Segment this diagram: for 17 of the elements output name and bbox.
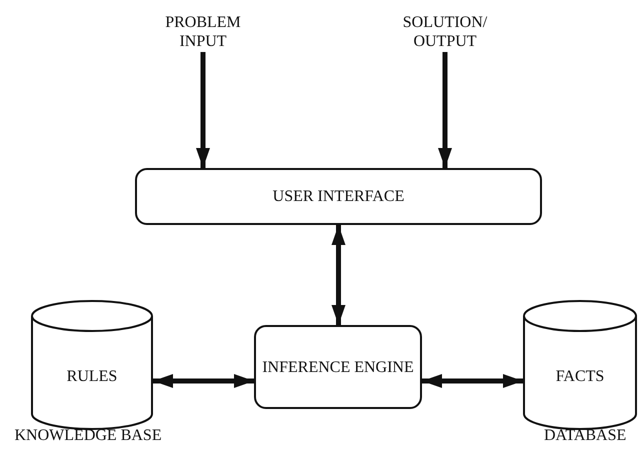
node-label: FACTS [556, 366, 604, 386]
arrow [438, 52, 452, 168]
node-label: RULES [66, 366, 118, 386]
arrow [332, 225, 346, 325]
storage-caption: DATABASE [544, 427, 626, 445]
io-label: SOLUTION/ OUTPUT [402, 13, 488, 51]
storage-caption: KNOWLEDGE BASE [14, 427, 162, 445]
arrow [196, 52, 210, 168]
database-cylinder [523, 300, 637, 430]
process-box [254, 325, 422, 409]
io-label: PROBLEM INPUT [164, 13, 242, 51]
database-cylinder [31, 300, 153, 430]
process-box [135, 168, 542, 225]
node-label: INFERENCE ENGINE [262, 358, 414, 376]
node-label: USER INTERFACE [272, 187, 404, 206]
arrow [422, 374, 523, 388]
arrow [153, 374, 254, 388]
